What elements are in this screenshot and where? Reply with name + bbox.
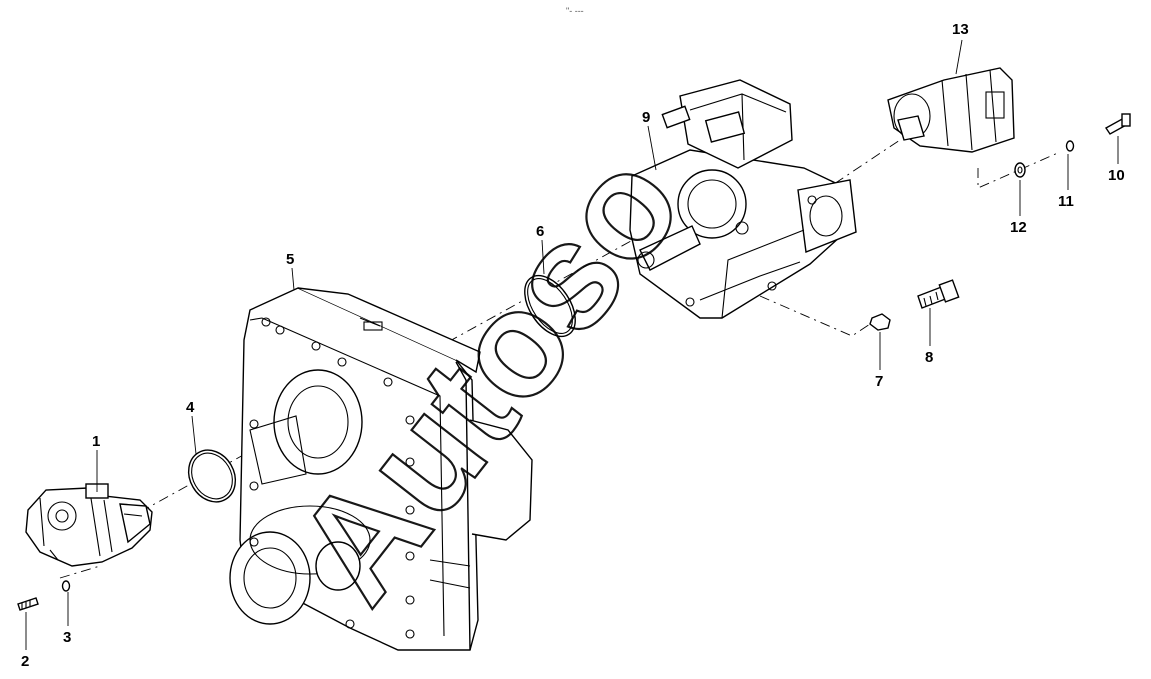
callout-8: 8 bbox=[925, 349, 933, 366]
part-4-o-ring bbox=[187, 449, 237, 503]
callout-11: 11 bbox=[1058, 193, 1074, 210]
part-1-motor bbox=[25, 483, 153, 567]
part-6-o-ring bbox=[524, 274, 576, 338]
top-mark: "- --- bbox=[566, 6, 584, 16]
part-5-gearbox bbox=[229, 287, 533, 651]
part-2-screw bbox=[17, 597, 39, 611]
callout-13: 13 bbox=[952, 21, 969, 38]
part-3-washer bbox=[61, 580, 71, 592]
callout-9: 9 bbox=[642, 109, 650, 126]
callout-2: 2 bbox=[21, 653, 29, 670]
callout-3: 3 bbox=[63, 629, 71, 646]
callout-1: 1 bbox=[92, 433, 100, 450]
callout-4: 4 bbox=[186, 399, 195, 416]
callout-7: 7 bbox=[875, 373, 883, 390]
callout-12: 12 bbox=[1010, 219, 1027, 236]
callout-labels: 1 2 3 4 5 6 7 8 9 10 11 12 13 bbox=[21, 21, 1125, 670]
part-10-screw bbox=[1104, 113, 1131, 135]
leader-lines bbox=[25, 39, 1119, 650]
part-8-bolt bbox=[917, 279, 960, 309]
part-11-washer bbox=[1065, 140, 1075, 152]
part-7-nut bbox=[869, 313, 891, 331]
part-9-hydraulic-pump bbox=[629, 79, 857, 319]
part-12-washer bbox=[1014, 162, 1026, 178]
callout-10: 10 bbox=[1108, 167, 1125, 184]
callout-6: 6 bbox=[536, 223, 544, 240]
part-13-gear-pump bbox=[887, 67, 1015, 153]
callout-5: 5 bbox=[286, 251, 294, 268]
